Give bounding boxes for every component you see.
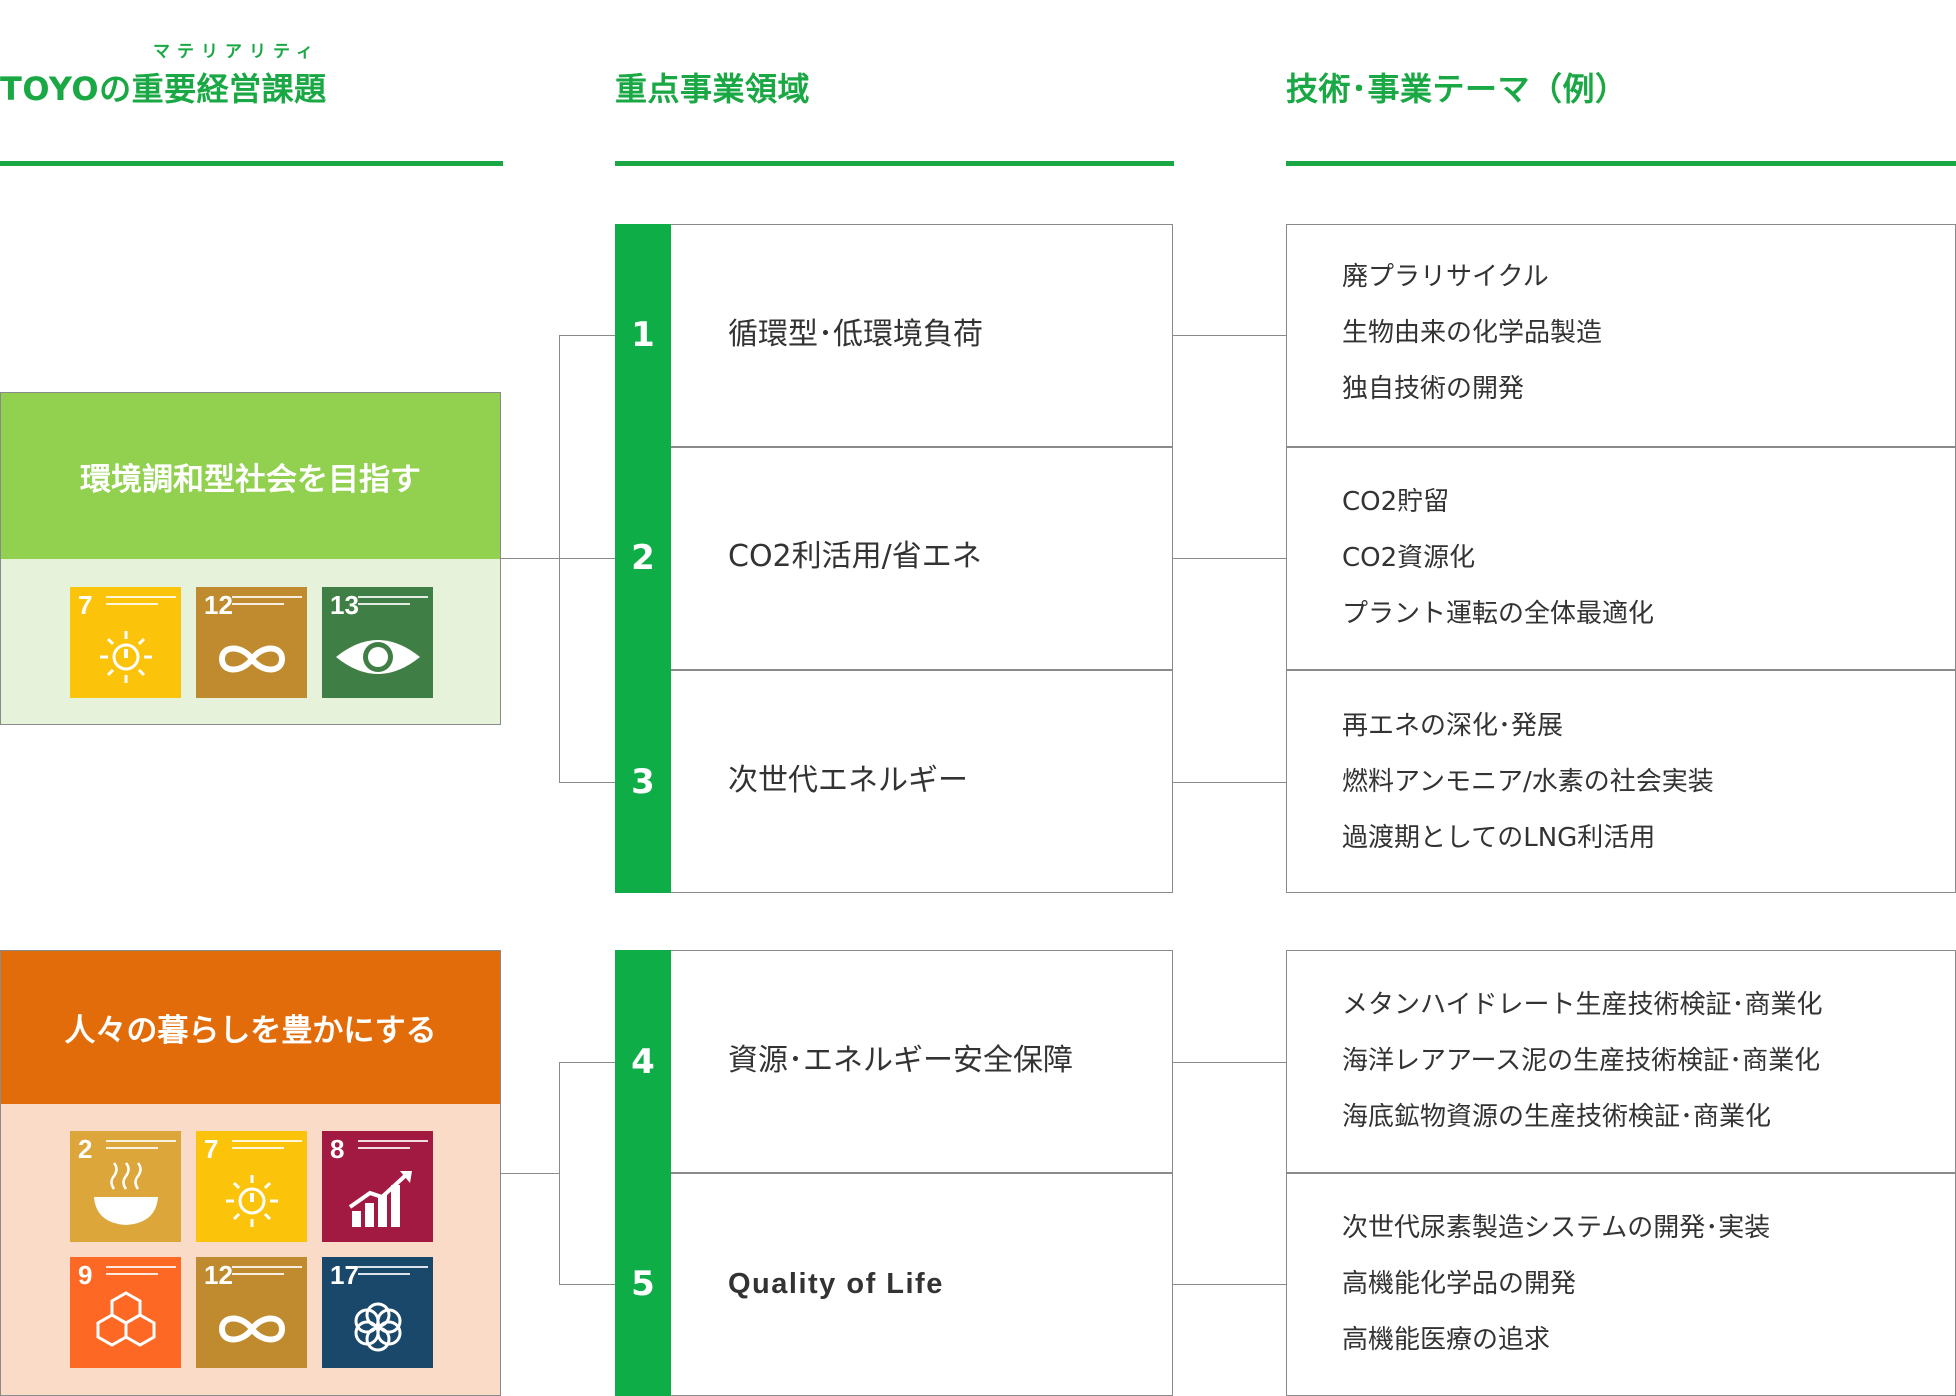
group-title: 環境調和型社会を目指す [1,393,500,559]
area-number-bar [615,950,671,1174]
connector-line [1173,335,1286,336]
area-label: CO2利活用/省エネ [728,539,982,574]
header-rule-2 [615,161,1174,166]
sdg-7-icon: 7 [70,587,181,698]
connector-line [1173,782,1286,783]
theme-item: 次世代尿素製造システムの開発･実装 [1342,1213,1771,1243]
connector-line [501,1173,560,1174]
group-quality-of-life: 人々の暮らしを豊かにする 2 7 8 9 12 17 [0,950,501,1396]
area-number: 5 [631,1264,655,1304]
sdg-7-icon: 7 [196,1131,307,1242]
connector-line [1173,558,1286,559]
header-focus-areas: 重点事業領域 [615,70,811,108]
area-number-bar [615,669,671,893]
theme-item: 廃プラリサイクル [1342,262,1549,292]
theme-item: 再エネの深化･発展 [1342,711,1564,741]
theme-item: プラント運転の全体最適化 [1342,599,1655,629]
sdg-8-icon: 8 [322,1131,433,1242]
sdg-17-icon: 17 [322,1257,433,1368]
sdg-2-icon: 2 [70,1131,181,1242]
area-number: 3 [631,762,655,802]
area-number-bar [615,446,671,671]
area-label: 循環型･低環境負荷 [728,317,983,352]
area-number-bar [615,224,671,448]
theme-item: 海底鉱物資源の生産技術検証･商業化 [1342,1102,1772,1132]
group-environment: 環境調和型社会を目指す 7 12 13 [0,392,501,725]
theme-item: 過渡期としてのLNG利活用 [1342,823,1656,853]
connector-line [559,1062,560,1285]
header-rule-1 [0,161,503,166]
sdg-icons: 2 7 8 9 12 17 [70,1131,433,1368]
area-label: 資源･エネルギー安全保障 [728,1043,1073,1078]
connector-line [559,335,615,336]
theme-item: 海洋レアアース泥の生産技術検証･商業化 [1342,1046,1821,1076]
header-management-issues: TOYOの重要経営課題 [0,70,327,108]
area-number: 1 [631,315,655,355]
connector-line [501,558,560,559]
sdg-12-icon: 12 [196,587,307,698]
connector-line [559,558,615,559]
materiality-ruby: マテリアリティ [153,42,320,62]
connector-line [1173,1284,1286,1285]
theme-item: 独自技術の開発 [1342,374,1525,404]
area-label: Quality of Life [728,1268,944,1300]
area-number: 2 [631,538,655,578]
theme-item: CO2貯留 [1342,487,1450,517]
theme-item: メタンハイドレート生産技術検証･商業化 [1342,990,1823,1020]
sdg-icons: 7 12 13 [70,587,433,698]
area-number: 4 [631,1042,655,1082]
header-themes: 技術･事業テーマ（例） [1286,70,1628,108]
connector-line [1173,1062,1286,1063]
sdg-12-icon: 12 [196,1257,307,1368]
area-label: 次世代エネルギー [728,763,968,798]
connector-line [559,782,615,783]
sdg-13-icon: 13 [322,587,433,698]
theme-item: 高機能化学品の開発 [1342,1269,1577,1299]
theme-item: 生物由来の化学品製造 [1342,318,1603,348]
connector-line [559,1062,615,1063]
theme-item: 高機能医療の追求 [1342,1325,1551,1355]
connector-line [559,1284,615,1285]
group-title: 人々の暮らしを豊かにする [1,951,500,1104]
sdg-9-icon: 9 [70,1257,181,1368]
theme-item: CO2資源化 [1342,543,1476,573]
theme-item: 燃料アンモニア/水素の社会実装 [1342,767,1714,797]
header-rule-3 [1286,161,1956,166]
area-number-bar [615,1172,671,1396]
connector-line [559,335,560,783]
